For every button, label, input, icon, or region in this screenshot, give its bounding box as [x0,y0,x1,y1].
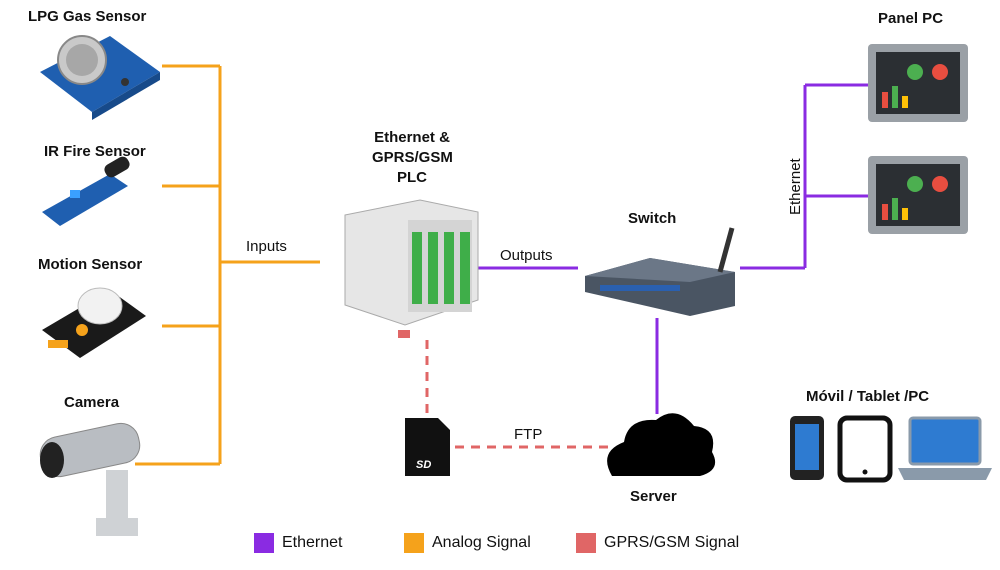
plc-label-line3: PLC [397,169,427,186]
ethernet-lines [477,83,870,414]
legend-label-analog: Analog Signal [432,534,531,551]
cloud-server [607,413,716,476]
laptop-icon [898,416,992,480]
ftp-label: FTP [514,426,543,443]
mobile-phone-icon [790,416,824,480]
gprs-lines [425,340,610,449]
legend-swatch-ethernet [254,533,274,553]
switch-label: Switch [628,210,677,227]
legend-ethernet: Ethernet [254,533,342,553]
camera-label: Camera [64,394,120,411]
outputs-label: Outputs [500,247,553,264]
plc-label-line1: Ethernet & [374,129,450,146]
legend-label-ethernet: Ethernet [282,534,343,551]
motion-sensor-label: Motion Sensor [38,256,143,273]
sd-card: SD [405,418,450,476]
legend-swatch-gprs [576,533,596,553]
legend-analog: Analog Signal [404,533,531,553]
ir-fire-sensor [42,156,130,226]
lpg-gas-sensor [40,35,160,120]
network-switch [585,227,735,316]
legend-swatch-analog [404,533,424,553]
plc-device [344,199,479,338]
panel-pc-bottom [868,156,968,234]
plc-label: Ethernet & GPRS/GSM PLC [372,128,453,188]
lpg-gas-sensor-label: LPG Gas Sensor [28,8,147,25]
tablet-icon [837,415,893,483]
ir-fire-sensor-label: IR Fire Sensor [44,143,146,160]
camera [39,422,141,536]
inputs-label: Inputs [246,238,287,255]
panel-pc-label: Panel PC [878,10,944,27]
server-label: Server [630,488,677,505]
analog-lines [135,64,320,466]
svg-text:SD: SD [416,459,431,471]
ethernet-vertical-label: Ethernet [787,157,804,215]
mobile-tablet-pc-label: Móvil / Tablet /PC [806,388,930,405]
legend-label-gprs: GPRS/GSM Signal [604,534,740,551]
legend-gprs: GPRS/GSM Signal [576,533,739,553]
plc-label-line2: GPRS/GSM [372,149,453,166]
panel-pc-top [868,44,968,122]
motion-sensor [42,287,146,358]
